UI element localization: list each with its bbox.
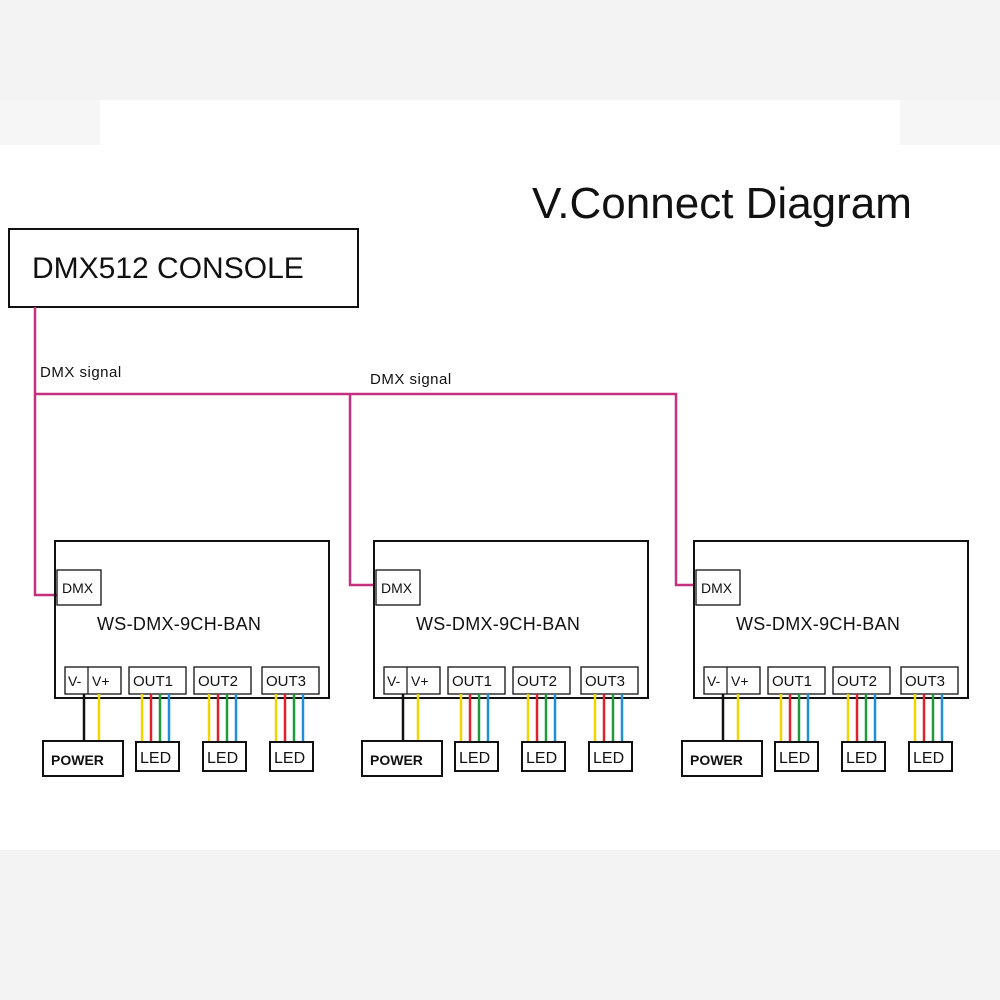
led-strip-box-1: [454, 741, 499, 772]
output-port-1: [447, 666, 506, 695]
output-port-label: OUT3: [585, 673, 625, 690]
output-port-3: [261, 666, 320, 695]
led-strip-label: LED: [140, 750, 171, 767]
signal-line-bus-to-unit-2: [348, 394, 374, 587]
dmx-port: [375, 569, 421, 606]
vminus-label: V-: [68, 673, 82, 689]
output-port-label: OUT2: [837, 673, 877, 690]
led-strip-label: LED: [593, 750, 624, 767]
led-strip-box-3: [588, 741, 633, 772]
signal-label-1: DMX signal: [40, 364, 122, 381]
led-strip-box-2: [841, 741, 886, 772]
decoder-model-label: WS-DMX-9CH-BAN: [97, 614, 261, 634]
dmx-console: DMX512 CONSOLE: [8, 228, 359, 308]
decoder-model-label: WS-DMX-9CH-BAN: [736, 614, 900, 634]
power-supply-label: POWER: [370, 752, 423, 768]
output-port-label: OUT3: [905, 673, 945, 690]
decoder-box: [373, 540, 649, 699]
vminus-label: V-: [387, 673, 401, 689]
output-port-2: [193, 666, 252, 695]
output-port-label: OUT1: [772, 673, 812, 690]
output-port-3: [580, 666, 639, 695]
decoder-box: [54, 540, 330, 699]
output-port-label: OUT2: [198, 673, 238, 690]
power-supply-label: POWER: [690, 752, 743, 768]
power-supply-label: POWER: [51, 752, 104, 768]
output-port-1: [128, 666, 187, 695]
output-port-2: [512, 666, 571, 695]
output-port-label: OUT3: [266, 673, 306, 690]
power-port: [703, 666, 761, 695]
led-strip-label: LED: [207, 750, 238, 767]
vminus-label: V-: [707, 673, 721, 689]
dmx-port-label: DMX: [62, 580, 94, 596]
output-port-label: OUT1: [133, 673, 173, 690]
diagram-title: V.Connect Diagram: [532, 179, 912, 228]
signal-label-2: DMX signal: [370, 371, 452, 388]
dmx-port-label: DMX: [381, 580, 413, 596]
power-supply-box: [42, 740, 124, 777]
decoder-box: [693, 540, 969, 699]
power-port: [383, 666, 441, 695]
console-label: DMX512 CONSOLE: [32, 252, 304, 285]
signal-line-bus-to-unit-3: [35, 392, 694, 587]
led-strip-label: LED: [913, 750, 944, 767]
led-strip-label: LED: [846, 750, 877, 767]
signal-line-console-to-unit-1: [33, 307, 57, 597]
margin-band-left: [0, 100, 100, 145]
led-strip-box-2: [202, 741, 247, 772]
vplus-label: V+: [92, 673, 110, 689]
power-supply-box: [681, 740, 763, 777]
led-strip-label: LED: [459, 750, 490, 767]
output-port-2: [832, 666, 891, 695]
led-strip-box-1: [135, 741, 180, 772]
led-strip-box-3: [908, 741, 953, 772]
output-port-label: OUT2: [517, 673, 557, 690]
output-port-label: OUT1: [452, 673, 492, 690]
dmx-port: [695, 569, 741, 606]
dmx-port-label: DMX: [701, 580, 733, 596]
vplus-label: V+: [731, 673, 749, 689]
led-strip-label: LED: [526, 750, 557, 767]
dmx-signal-lines: [33, 307, 694, 597]
output-port-3: [900, 666, 959, 695]
decoder-model-label: WS-DMX-9CH-BAN: [416, 614, 580, 634]
dmx-port: [56, 569, 102, 606]
margin-band-right: [900, 100, 1000, 145]
diagram-background: [0, 100, 1000, 850]
led-strip-box-3: [269, 741, 314, 772]
console-box: [8, 228, 359, 308]
led-strip-box-2: [521, 741, 566, 772]
led-strip-label: LED: [274, 750, 305, 767]
vplus-label: V+: [411, 673, 429, 689]
output-port-1: [767, 666, 826, 695]
power-supply-box: [361, 740, 443, 777]
led-strip-label: LED: [779, 750, 810, 767]
power-port: [64, 666, 122, 695]
led-strip-box-1: [774, 741, 819, 772]
